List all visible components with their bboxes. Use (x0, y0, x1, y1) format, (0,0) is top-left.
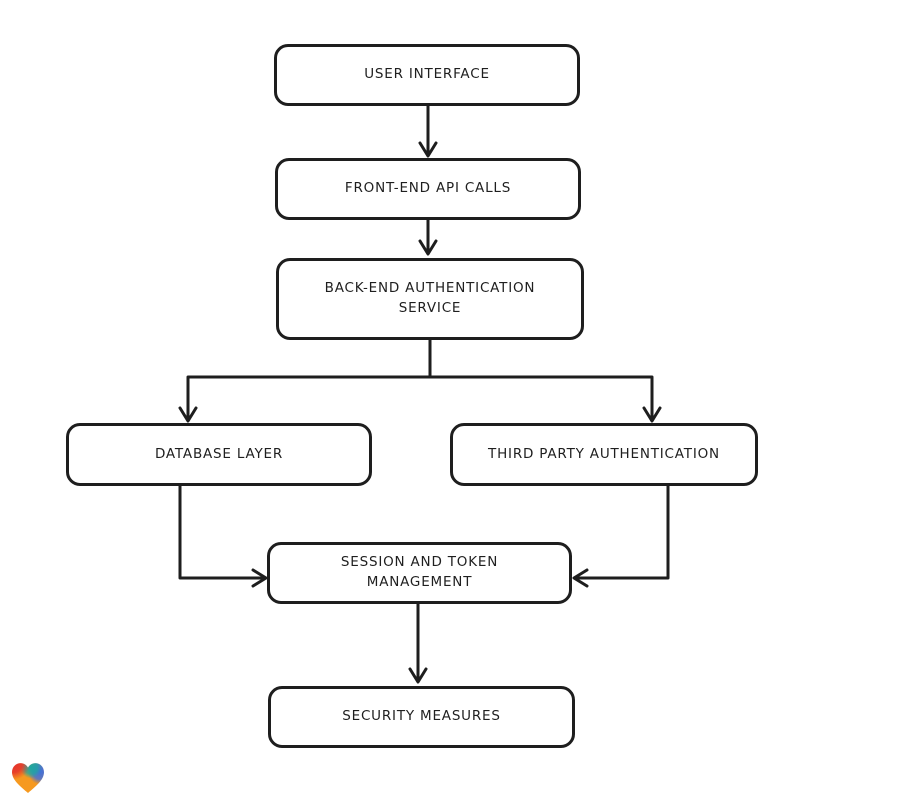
arrowhead-down-1 (418, 141, 438, 158)
node-label-line-1: SESSION AND TOKEN (340, 554, 499, 571)
node-session-and-token-management[interactable]: SESSION AND TOKEN MANAGEMENT (267, 542, 572, 604)
node-label: DATABASE LAYER (154, 445, 284, 462)
node-back-end-authentication-service[interactable]: BACK-END AUTHENTICATION SERVICE (276, 258, 584, 340)
node-label: USER INTERFACE (364, 66, 490, 83)
node-user-interface[interactable]: USER INTERFACE (274, 44, 580, 106)
node-database-layer[interactable]: DATABASE LAYER (66, 423, 372, 486)
node-security-measures[interactable]: SECURITY MEASURES (268, 686, 575, 748)
node-label-line-1: BACK-END AUTHENTICATION (324, 280, 536, 297)
node-label: SECURITY MEASURES (342, 708, 501, 725)
edge-database-to-session (178, 484, 264, 580)
node-label-line-2: MANAGEMENT (366, 574, 473, 590)
node-front-end-api-calls[interactable]: FRONT-END API CALLS (275, 158, 581, 220)
arrowhead-down-3 (178, 406, 198, 423)
edge-thirdparty-to-session (576, 484, 670, 580)
arrowhead-down-4 (642, 406, 662, 423)
node-third-party-authentication[interactable]: THIRD PARTY AUTHENTICATION (450, 423, 758, 486)
arrowhead-down-5 (408, 667, 428, 684)
edge-backend-branch (186, 338, 654, 419)
gradient-heart-logo[interactable] (10, 761, 46, 796)
arrowhead-right-1 (251, 568, 268, 588)
node-label: FRONT-END API CALLS (344, 180, 512, 197)
node-label-line-2: SERVICE (398, 300, 462, 316)
arrowhead-down-2 (418, 239, 438, 256)
node-label: THIRD PARTY AUTHENTICATION (488, 445, 720, 462)
arrowhead-left-1 (572, 568, 589, 588)
